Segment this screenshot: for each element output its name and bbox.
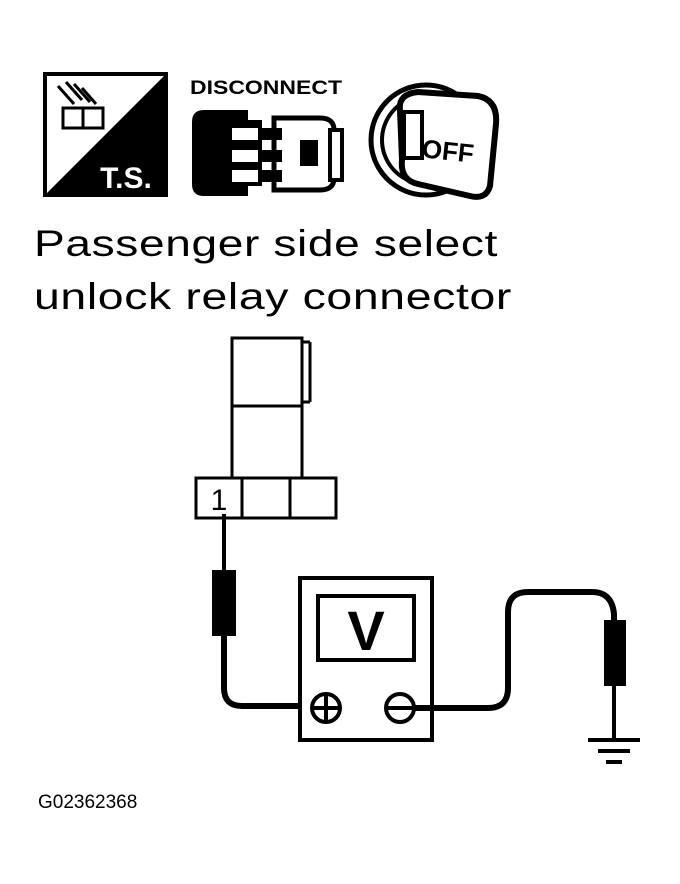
negative-probe-lead <box>414 589 626 740</box>
positive-probe-lead <box>212 514 310 709</box>
title-line-1: Passenger side select <box>34 223 498 264</box>
terminal-1-label: 1 <box>211 484 228 517</box>
ignition-key-off-icon: OFF <box>368 82 500 200</box>
voltmeter-symbol: V <box>347 599 384 662</box>
disconnect-connector-icon: DISCONNECT <box>190 78 344 196</box>
relay-connector <box>194 336 338 520</box>
plus-terminal-icon <box>310 692 342 724</box>
title-line-2: unlock relay connector <box>34 276 512 317</box>
disconnect-label: DISCONNECT <box>190 78 342 99</box>
ground-symbol-icon <box>588 738 640 764</box>
figure-code: G02362368 <box>38 792 137 813</box>
voltmeter: V <box>298 576 434 742</box>
minus-terminal-icon <box>384 692 416 724</box>
ts-connector-icon: T.S. <box>43 72 168 197</box>
ignition-off-label: OFF <box>420 133 475 168</box>
ts-label: T.S. <box>100 162 152 195</box>
